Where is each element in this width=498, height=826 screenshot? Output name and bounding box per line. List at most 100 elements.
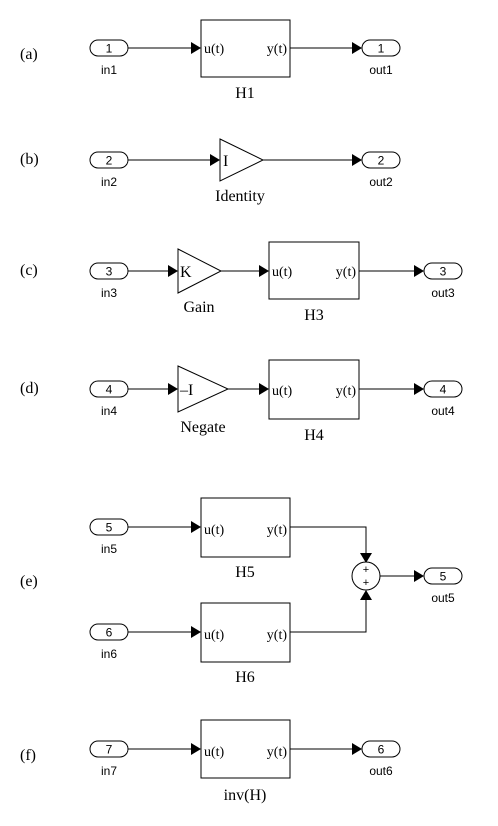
outport-out5-label: out5 [431, 591, 455, 605]
block-h4-name: H4 [304, 427, 324, 444]
inport-in7-number: 7 [106, 743, 113, 757]
diagram-a: (a) 1 in1 u(t) y(t) H1 1 out1 [20, 19, 401, 102]
outport-out5[interactable]: 5 [423, 567, 463, 585]
block-h6-output-port: y(t) [267, 628, 288, 643]
block-h1-output-port: y(t) [267, 42, 288, 57]
inport-in5[interactable]: 5 [89, 518, 129, 536]
block-h4-output-port: y(t) [336, 384, 357, 399]
outport-out3[interactable]: 3 [423, 262, 463, 280]
inport-in6[interactable]: 6 [89, 623, 129, 641]
inport-in1-label: in1 [101, 63, 117, 77]
block-h3[interactable]: u(t) y(t) [268, 241, 360, 300]
gain-k[interactable]: K [177, 248, 223, 294]
inport-in4-label: in4 [101, 404, 117, 418]
inport-in4[interactable]: 4 [89, 380, 129, 398]
signal-identity-to-out2 [263, 154, 362, 166]
inport-in3-number: 3 [106, 265, 113, 279]
signal-gain-to-h3 [221, 265, 269, 277]
inport-in5-number: 5 [106, 521, 113, 535]
gain-negate-name: Negate [180, 419, 225, 436]
outport-out6-label: out6 [369, 764, 393, 778]
block-invh-input-port: u(t) [204, 745, 225, 760]
diagram-e-label: (e) [20, 573, 38, 590]
outport-out4-number: 4 [440, 383, 447, 397]
outport-out1-number: 1 [378, 42, 385, 56]
inport-in1-number: 1 [106, 42, 113, 56]
outport-out3-label: out3 [431, 286, 455, 300]
block-h3-name: H3 [304, 307, 324, 324]
gain-negate[interactable]: –I [177, 365, 230, 413]
diagram-d-label: (d) [20, 380, 39, 397]
outport-out3-number: 3 [440, 265, 447, 279]
signal-in2-to-identity [128, 154, 220, 166]
block-h1[interactable]: u(t) y(t) [200, 19, 291, 78]
diagram-e: (e) 5 in5 u(t) y(t) H5 6 in6 [20, 497, 463, 686]
block-h4-input-port: u(t) [272, 384, 293, 399]
sum-sign-bottom: + [363, 577, 369, 589]
gain-negate-value: –I [179, 382, 193, 399]
signal-in5-to-h5 [128, 521, 201, 533]
outport-out6-number: 6 [378, 743, 385, 757]
inport-in2[interactable]: 2 [89, 151, 129, 169]
inport-in6-number: 6 [106, 626, 113, 640]
inport-in2-number: 2 [106, 154, 113, 168]
gain-k-value: K [180, 264, 192, 281]
block-h3-input-port: u(t) [272, 265, 293, 280]
inport-in2-label: in2 [101, 175, 117, 189]
block-h5-output-port: y(t) [267, 523, 288, 538]
gain-identity-name: Identity [215, 188, 265, 205]
block-h1-name: H1 [235, 85, 255, 102]
diagram-b: (b) 2 in2 I Identity 2 out2 [20, 138, 401, 205]
inport-in3[interactable]: 3 [89, 262, 129, 280]
block-invh[interactable]: u(t) y(t) [200, 719, 291, 779]
signal-h4-to-out4 [359, 383, 424, 395]
signal-negate-to-h4 [228, 383, 269, 395]
block-h4[interactable]: u(t) y(t) [268, 359, 360, 420]
inport-in5-label: in5 [101, 542, 117, 556]
block-h5-name: H5 [235, 564, 255, 581]
signal-h6-to-sum [290, 590, 372, 633]
gain-k-name: Gain [183, 299, 214, 316]
sum-block[interactable]: + + [351, 561, 381, 591]
inport-in6-label: in6 [101, 647, 117, 661]
outport-out1-label: out1 [369, 63, 393, 77]
signal-in3-to-gain [128, 265, 178, 277]
outport-out2[interactable]: 2 [361, 151, 401, 169]
block-h1-input-port: u(t) [204, 42, 225, 57]
inport-in7-label: in7 [101, 764, 117, 778]
outport-out2-number: 2 [378, 154, 385, 168]
signal-in4-to-negate [128, 383, 178, 395]
inport-in7[interactable]: 7 [89, 740, 129, 758]
gain-identity[interactable]: I [219, 138, 265, 182]
inport-in3-label: in3 [101, 286, 117, 300]
outport-out1[interactable]: 1 [361, 39, 401, 57]
gain-identity-value: I [223, 153, 228, 170]
block-h5[interactable]: u(t) y(t) [200, 497, 291, 558]
diagram-f-label: (f) [20, 747, 36, 764]
block-h5-input-port: u(t) [204, 523, 225, 538]
sum-sign-top: + [363, 564, 369, 576]
outport-out2-label: out2 [369, 175, 393, 189]
block-h6[interactable]: u(t) y(t) [200, 602, 291, 663]
inport-in1[interactable]: 1 [89, 39, 129, 57]
diagram-c-label: (c) [20, 262, 38, 279]
signal-h3-to-out3 [359, 265, 424, 277]
outport-out4-label: out4 [431, 404, 455, 418]
block-invh-name: inv(H) [224, 787, 267, 804]
outport-out4[interactable]: 4 [423, 380, 463, 398]
diagram-c: (c) 3 in3 K Gain u(t) y(t) H3 [20, 241, 463, 324]
signal-h5-to-sum [290, 526, 372, 563]
block-h6-input-port: u(t) [204, 628, 225, 643]
block-invh-output-port: y(t) [267, 745, 288, 760]
inport-in4-number: 4 [106, 383, 113, 397]
block-h6-name: H6 [235, 669, 255, 686]
signal-invh-to-out6 [290, 743, 362, 755]
signal-in7-to-invh [128, 743, 201, 755]
diagram-b-label: (b) [20, 151, 39, 168]
outport-out6[interactable]: 6 [361, 740, 401, 758]
diagram-d: (d) 4 in4 –I Negate u(t) y(t) H4 [20, 359, 463, 444]
diagram-f: (f) 7 in7 u(t) y(t) inv(H) 6 out6 [20, 719, 401, 804]
signal-in6-to-h6 [128, 626, 201, 638]
outport-out5-number: 5 [440, 570, 447, 584]
